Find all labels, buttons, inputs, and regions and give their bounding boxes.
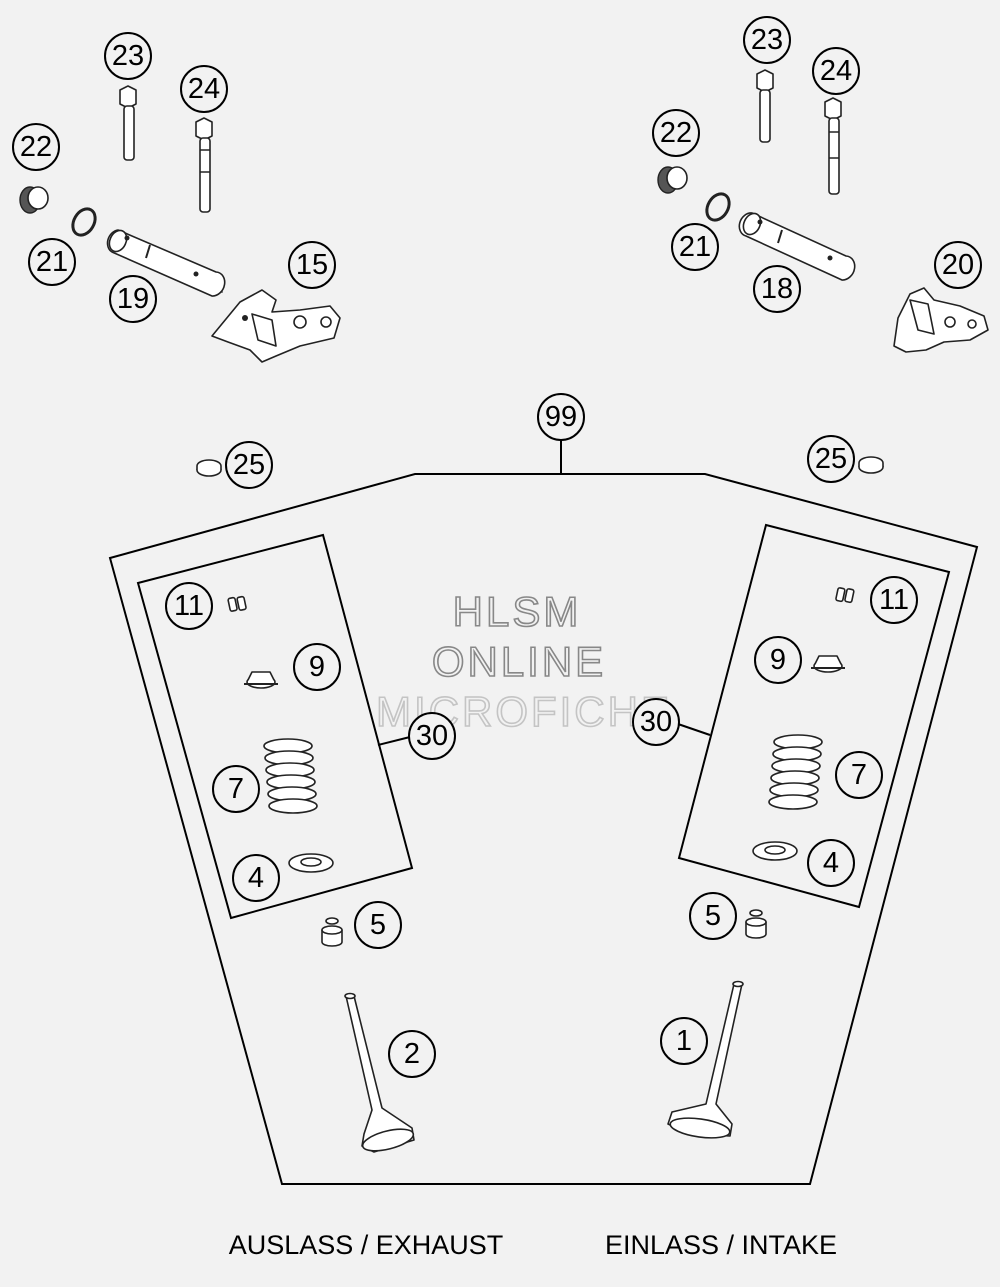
valve-seal-icon [745,909,767,939]
svg-text:23: 23 [112,40,144,72]
svg-text:9: 9 [309,651,325,683]
svg-text:5: 5 [370,909,386,941]
spring-retainer-icon [811,655,845,673]
callout-22: 22 [652,109,700,157]
callout-21: 21 [28,238,76,286]
watermark-line-2: ONLINE [432,638,606,685]
svg-text:4: 4 [248,862,264,894]
svg-text:4: 4 [823,847,839,879]
intake-label: EINLASS / INTAKE [605,1230,837,1260]
bolt-icon [119,85,137,161]
callout-21: 21 [671,223,719,271]
svg-text:11: 11 [174,590,204,622]
svg-text:19: 19 [117,283,149,315]
svg-text:7: 7 [228,773,244,805]
valve-keeper-icon [227,595,247,612]
svg-text:99: 99 [545,401,577,433]
svg-text:22: 22 [660,117,692,149]
plug-icon [657,166,688,194]
svg-text:23: 23 [751,24,783,56]
callout-7: 7 [212,765,260,813]
svg-text:25: 25 [815,443,847,475]
callout-7: 7 [835,751,883,799]
bolt-icon [824,97,842,195]
o-ring-icon [705,192,731,222]
svg-text:22: 22 [20,131,52,163]
intake-valve-icon [667,980,744,1139]
exhaust-label: AUSLASS / EXHAUST [229,1230,504,1260]
callout-9: 9 [754,636,802,684]
rocker-shaft-icon [738,212,856,281]
callout-23: 23 [104,32,152,80]
callout-4: 4 [807,839,855,887]
shim-icon [196,459,222,477]
svg-text:21: 21 [679,231,711,263]
spring-seat-icon [288,853,334,873]
watermark-line-1: HLSM [453,588,582,635]
spring-retainer-icon [244,671,278,689]
rocker-shaft-icon [106,229,226,297]
callout-24: 24 [180,65,228,113]
callout-23: 23 [743,16,791,64]
svg-text:24: 24 [820,55,852,87]
callout-15: 15 [288,241,336,289]
callout-1: 1 [660,1017,708,1065]
bolt-icon [195,117,213,213]
callout-19: 19 [109,275,157,323]
svg-text:18: 18 [761,273,793,305]
svg-text:11: 11 [879,584,909,616]
watermark-line-3: MICROFICHE [376,688,672,735]
o-ring-icon [71,207,97,237]
svg-text:9: 9 [770,644,786,676]
svg-text:1: 1 [676,1025,692,1057]
svg-text:2: 2 [404,1038,420,1070]
callout-25: 25 [225,441,273,489]
callout-11: 11 [165,582,213,630]
callout-5: 5 [354,901,402,949]
svg-text:20: 20 [942,249,974,281]
callout-30: 30 [632,698,680,746]
shim-icon [858,456,884,474]
valve-seal-icon [321,917,343,947]
rocker-arm-icon [893,287,989,353]
callout-9: 9 [293,643,341,691]
bolt-icon [756,69,774,143]
callout-25: 25 [807,435,855,483]
watermark: HLSM ONLINE MICROFICHE [375,587,672,736]
callout-99: 99 [537,393,585,441]
svg-text:5: 5 [705,900,721,932]
callout-22: 22 [12,123,60,171]
callout-4: 4 [232,854,280,902]
callout-30: 30 [408,712,456,760]
svg-text:15: 15 [296,249,328,281]
valve-keeper-icon [835,587,855,604]
callout-18: 18 [753,265,801,313]
rocker-arm-icon [211,289,341,363]
callout-5: 5 [689,892,737,940]
callout-20: 20 [934,241,982,289]
exhaust-valve-icon [344,992,415,1153]
svg-text:21: 21 [36,246,68,278]
svg-text:30: 30 [640,706,672,738]
svg-text:7: 7 [851,759,867,791]
spring-seat-icon [752,841,798,861]
svg-text:25: 25 [233,449,265,481]
spring-kit-box-right [677,523,951,909]
callout-24: 24 [812,47,860,95]
plug-icon [19,186,49,214]
valve-spring-icon [768,734,823,810]
svg-text:24: 24 [188,73,220,105]
callout-2: 2 [388,1030,436,1078]
spring-kit-box-left [136,533,414,920]
svg-text:30: 30 [416,720,448,752]
valve-spring-icon [263,738,318,814]
valve-kit-frame [108,473,979,1185]
callout-11: 11 [870,576,918,624]
